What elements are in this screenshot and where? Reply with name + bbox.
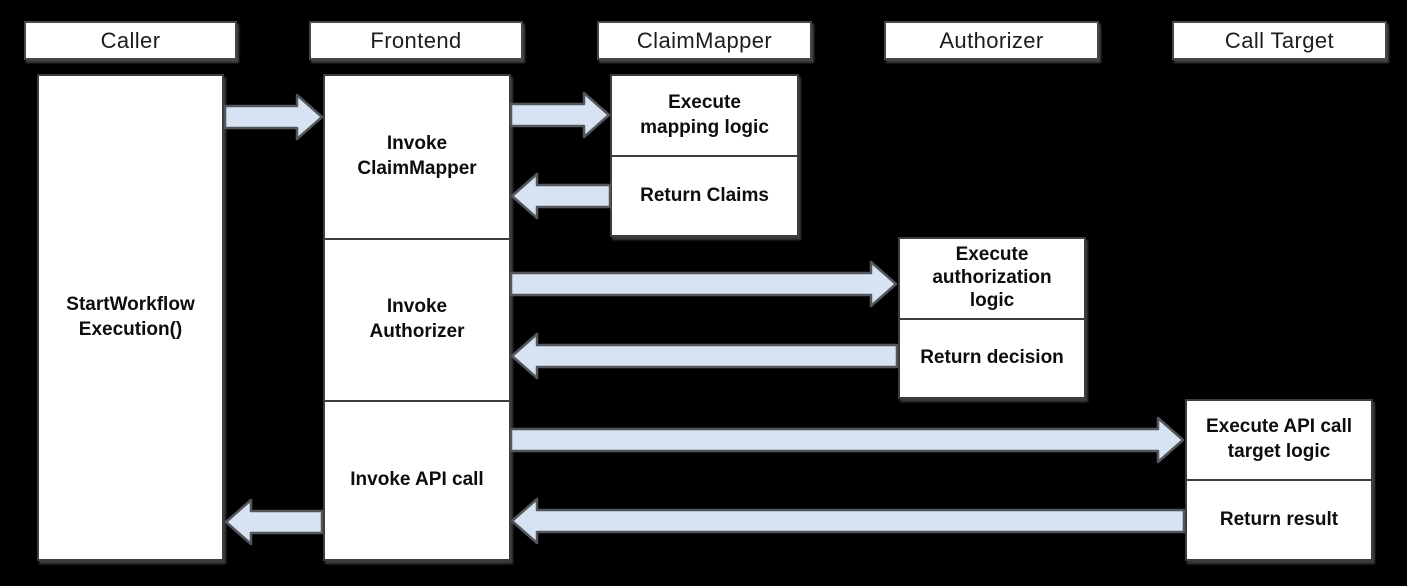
caller-startworkflowexecution-section: StartWorkflow Execution() — [39, 76, 222, 559]
header-authorizer-label: Authorizer — [939, 27, 1044, 53]
authorizer-execute-authorization-logic-label: Execute authorization logic — [932, 244, 1052, 311]
arrow-frontend-to-claimmapper-icon — [510, 91, 611, 139]
frontend-invoke-api-call-label: Invoke API call — [350, 469, 484, 491]
frontend-invoke-api-call-section: Invoke API call — [325, 400, 509, 559]
authorizer-return-decision-section: Return decision — [900, 318, 1084, 397]
claimmapper-return-claims-label: Return Claims — [640, 184, 769, 206]
arrow-frontend-to-calltarget-icon — [510, 416, 1185, 464]
frontend-invoke-claimmapper-section: Invoke ClaimMapper — [325, 76, 509, 238]
calltarget-return-result-label: Return result — [1219, 508, 1339, 530]
arrow-frontend-to-authorizer-icon — [510, 260, 898, 308]
activation-caller: StartWorkflow Execution() — [37, 74, 224, 561]
frontend-invoke-claimmapper-label: Invoke ClaimMapper — [357, 133, 477, 179]
calltarget-execute-api-call-target-logic-section: Execute API call target logic — [1187, 401, 1371, 479]
activation-authorizer: Execute authorization logic Return decis… — [898, 237, 1086, 399]
arrow-frontend-to-caller-icon — [224, 498, 323, 546]
frontend-invoke-authorizer-label: Invoke Authorizer — [369, 296, 465, 342]
frontend-invoke-authorizer-section: Invoke Authorizer — [325, 238, 509, 400]
arrow-authorizer-to-frontend-icon — [510, 332, 898, 380]
header-calltarget-label: Call Target — [1224, 27, 1335, 53]
header-claimmapper: ClaimMapper — [597, 21, 812, 60]
header-claimmapper-label: ClaimMapper — [636, 27, 773, 53]
header-caller-label: Caller — [100, 27, 161, 53]
claimmapper-execute-mapping-logic-label: Execute mapping logic — [640, 91, 769, 138]
activation-frontend: Invoke ClaimMapper Invoke Authorizer Inv… — [323, 74, 511, 561]
activation-calltarget: Execute API call target logic Return res… — [1185, 399, 1373, 561]
caller-startworkflowexecution-label: StartWorkflow Execution() — [66, 293, 195, 340]
header-authorizer: Authorizer — [884, 21, 1099, 60]
claimmapper-return-claims-section: Return Claims — [612, 155, 797, 235]
calltarget-return-result-section: Return result — [1187, 479, 1371, 559]
authorizer-execute-authorization-logic-section: Execute authorization logic — [900, 239, 1084, 318]
calltarget-execute-api-call-target-logic-label: Execute API call target logic — [1205, 416, 1353, 462]
arrow-caller-to-frontend-icon — [224, 93, 324, 141]
header-calltarget: Call Target — [1172, 21, 1387, 60]
activation-claimmapper: Execute mapping logic Return Claims — [610, 74, 799, 237]
arrow-claimmapper-to-frontend-icon — [510, 172, 611, 220]
header-caller: Caller — [24, 21, 237, 60]
claimmapper-execute-mapping-logic-section: Execute mapping logic — [612, 76, 797, 155]
arrow-calltarget-to-frontend-icon — [510, 497, 1185, 545]
header-frontend-label: Frontend — [370, 27, 462, 53]
authorizer-return-decision-label: Return decision — [920, 347, 1064, 369]
header-frontend: Frontend — [309, 21, 523, 60]
